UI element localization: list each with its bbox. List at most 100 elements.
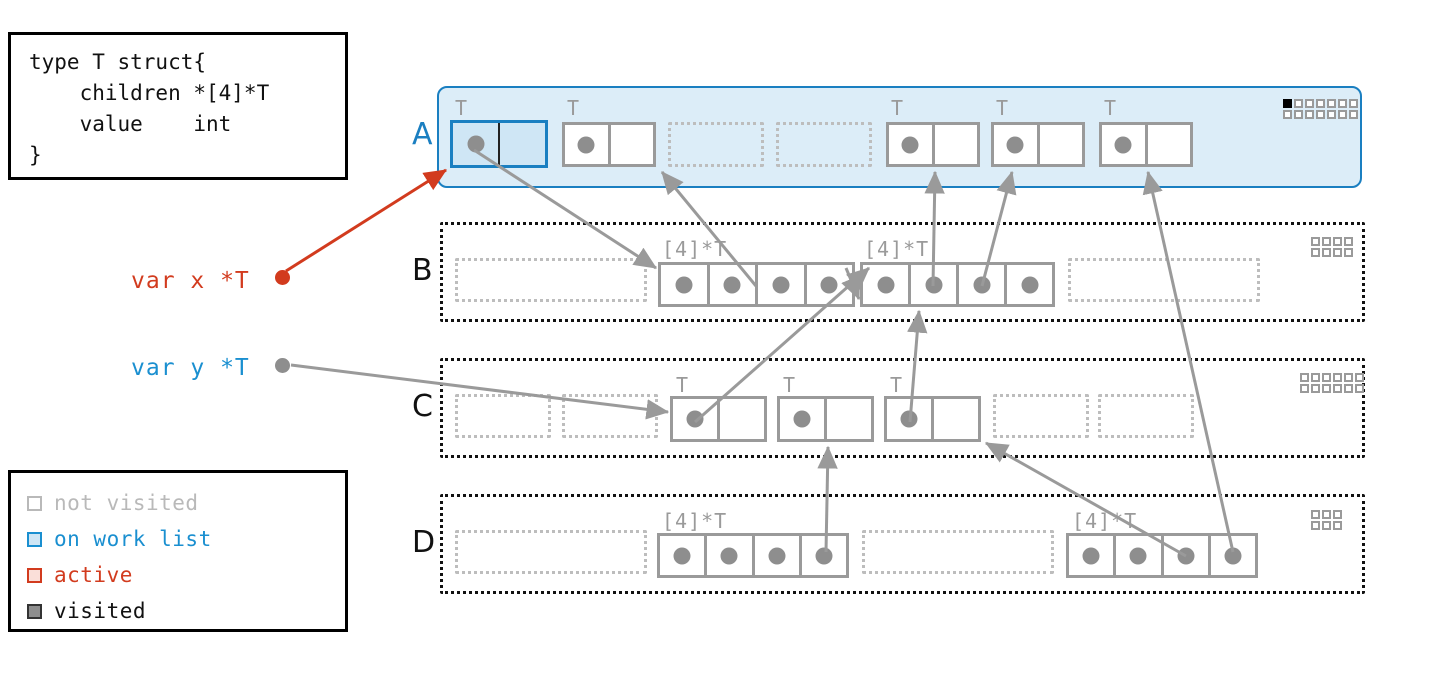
pointer-dot xyxy=(820,276,838,293)
object-a-6[interactable] xyxy=(1099,122,1193,167)
mark-bitmap-cell xyxy=(1349,99,1358,108)
object-a-6-value-field xyxy=(1148,125,1191,164)
mark-bitmap-cell xyxy=(1316,110,1325,119)
empty-slot-b-0 xyxy=(455,258,647,302)
mark-bitmap-d-row-1 xyxy=(1311,521,1342,530)
pointer-dot xyxy=(973,276,990,293)
mark-bitmap-cell xyxy=(1322,510,1331,519)
type-label-a-5: T xyxy=(996,96,1010,120)
type-label-a-4: T xyxy=(891,96,905,120)
empty-slot-a-2 xyxy=(668,122,764,167)
object-c-4[interactable] xyxy=(884,396,981,442)
mark-bitmap-cell xyxy=(1355,373,1364,382)
mark-bitmap-b xyxy=(1311,237,1353,257)
pointer-dot xyxy=(467,135,484,153)
mark-bitmap-cell xyxy=(1311,521,1320,530)
empty-slot-c-5 xyxy=(993,394,1089,438)
legend-label-not-visited: not visited xyxy=(54,490,199,515)
array-slot[interactable] xyxy=(755,265,804,304)
mark-bitmap-cell xyxy=(1322,248,1331,257)
object-c-3[interactable] xyxy=(777,396,874,442)
array-slot[interactable] xyxy=(798,536,846,575)
object-c-2-value-field xyxy=(720,399,764,439)
array-b-1[interactable] xyxy=(658,262,855,307)
mark-bitmap-cell xyxy=(1294,99,1303,108)
mark-bitmap-cell xyxy=(1333,521,1342,530)
pointer-dot xyxy=(877,276,894,293)
object-a-4[interactable] xyxy=(886,122,980,167)
array-slot[interactable] xyxy=(1113,536,1160,575)
type-label-b-1: [4]*T xyxy=(662,237,728,261)
type-label-b-2: [4]*T xyxy=(864,237,930,261)
mark-bitmap-cell xyxy=(1355,384,1364,393)
mark-bitmap-cell xyxy=(1344,384,1353,393)
pointer-dot xyxy=(1129,547,1147,564)
pointer-dot xyxy=(901,136,919,153)
mark-bitmap-c-row-0 xyxy=(1300,373,1364,382)
array-slot[interactable] xyxy=(1004,265,1052,304)
mark-bitmap-cell xyxy=(1327,110,1336,119)
empty-slot-b-3 xyxy=(1068,258,1260,302)
array-slot[interactable] xyxy=(863,265,908,304)
pointer-dot xyxy=(723,276,741,293)
mark-bitmap-cell xyxy=(1305,99,1314,108)
array-d-3[interactable] xyxy=(1066,533,1258,578)
empty-slot-a-3 xyxy=(776,122,872,167)
legend-item-visited: visited xyxy=(27,593,345,629)
mark-bitmap-cell xyxy=(1294,110,1303,119)
array-slot[interactable] xyxy=(956,265,1004,304)
array-slot[interactable] xyxy=(1207,536,1255,575)
array-slot[interactable] xyxy=(661,265,707,304)
array-d-1[interactable] xyxy=(657,533,849,578)
row-label-b: B xyxy=(412,253,433,288)
object-a-1-value-field xyxy=(611,125,654,164)
type-label-a-0: T xyxy=(455,96,469,120)
legend-swatch-active xyxy=(27,567,42,583)
type-label-a-1: T xyxy=(567,96,581,120)
mark-bitmap-cell xyxy=(1338,110,1347,119)
pointer-dot xyxy=(1114,136,1132,153)
object-a-0[interactable] xyxy=(450,120,548,168)
mark-bitmap-cell xyxy=(1305,110,1314,119)
empty-slot-c-1 xyxy=(562,394,658,438)
mark-bitmap-cell xyxy=(1333,237,1342,246)
legend-label-visited: visited xyxy=(54,598,147,623)
array-slot[interactable] xyxy=(704,536,751,575)
mark-bitmap-a xyxy=(1283,99,1358,119)
pointer-dot xyxy=(720,547,738,564)
variable-pointer-dot-x xyxy=(275,270,290,285)
mark-bitmap-cell xyxy=(1322,384,1331,393)
array-slot[interactable] xyxy=(803,265,853,304)
row-label-a: A xyxy=(412,117,433,152)
array-slot[interactable] xyxy=(1069,536,1113,575)
array-slot[interactable] xyxy=(751,536,799,575)
array-slot[interactable] xyxy=(1160,536,1208,575)
object-a-1[interactable] xyxy=(562,122,656,167)
empty-slot-d-0 xyxy=(455,530,647,574)
mark-bitmap-cell xyxy=(1311,384,1320,393)
mark-bitmap-a-row-0 xyxy=(1283,99,1358,108)
legend-item-active: active xyxy=(27,557,345,593)
legend-swatch-on-work-list xyxy=(27,531,42,547)
variable-pointer-dot-y xyxy=(275,358,290,373)
struct-definition-code: type T struct{ children *[4]*T value int… xyxy=(29,50,270,167)
pointer-dot xyxy=(686,410,704,428)
row-label-d: D xyxy=(412,525,436,560)
empty-slot-c-0 xyxy=(455,394,551,438)
array-slot[interactable] xyxy=(706,265,756,304)
mark-bitmap-cell xyxy=(1311,237,1320,246)
array-slot[interactable] xyxy=(660,536,704,575)
legend-label-on-work-list: on work list xyxy=(54,526,212,551)
mark-bitmap-d-row-0 xyxy=(1311,510,1342,519)
mark-bitmap-cell xyxy=(1344,237,1353,246)
pointer-dot xyxy=(673,547,691,564)
array-slot[interactable] xyxy=(908,265,956,304)
legend-box: not visited on work list active visited xyxy=(8,470,348,632)
mark-bitmap-cell xyxy=(1333,248,1342,257)
type-label-a-6: T xyxy=(1104,96,1118,120)
mark-bitmap-cell xyxy=(1316,99,1325,108)
struct-definition-box: type T struct{ children *[4]*T value int… xyxy=(8,32,348,180)
object-a-5[interactable] xyxy=(991,122,1085,167)
array-b-2[interactable] xyxy=(860,262,1055,307)
object-c-2[interactable] xyxy=(670,396,767,442)
